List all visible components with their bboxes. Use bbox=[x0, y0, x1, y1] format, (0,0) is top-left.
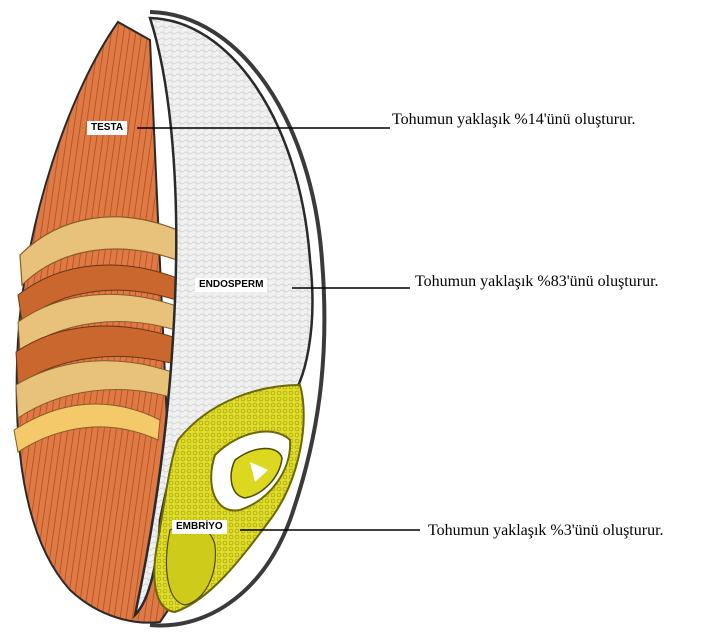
embriyo-description: Tohumun yaklaşık %3'ünü oluşturur. bbox=[428, 522, 664, 540]
embriyo-label: EMBRİYO bbox=[172, 520, 227, 534]
endosperm-description: Tohumun yaklaşık %83'ünü oluşturur. bbox=[415, 273, 659, 291]
endosperm-label: ENDOSPERM bbox=[195, 278, 267, 292]
testa-label: TESTA bbox=[87, 121, 127, 135]
testa-description: Tohumun yaklaşık %14'ünü oluşturur. bbox=[392, 111, 636, 129]
